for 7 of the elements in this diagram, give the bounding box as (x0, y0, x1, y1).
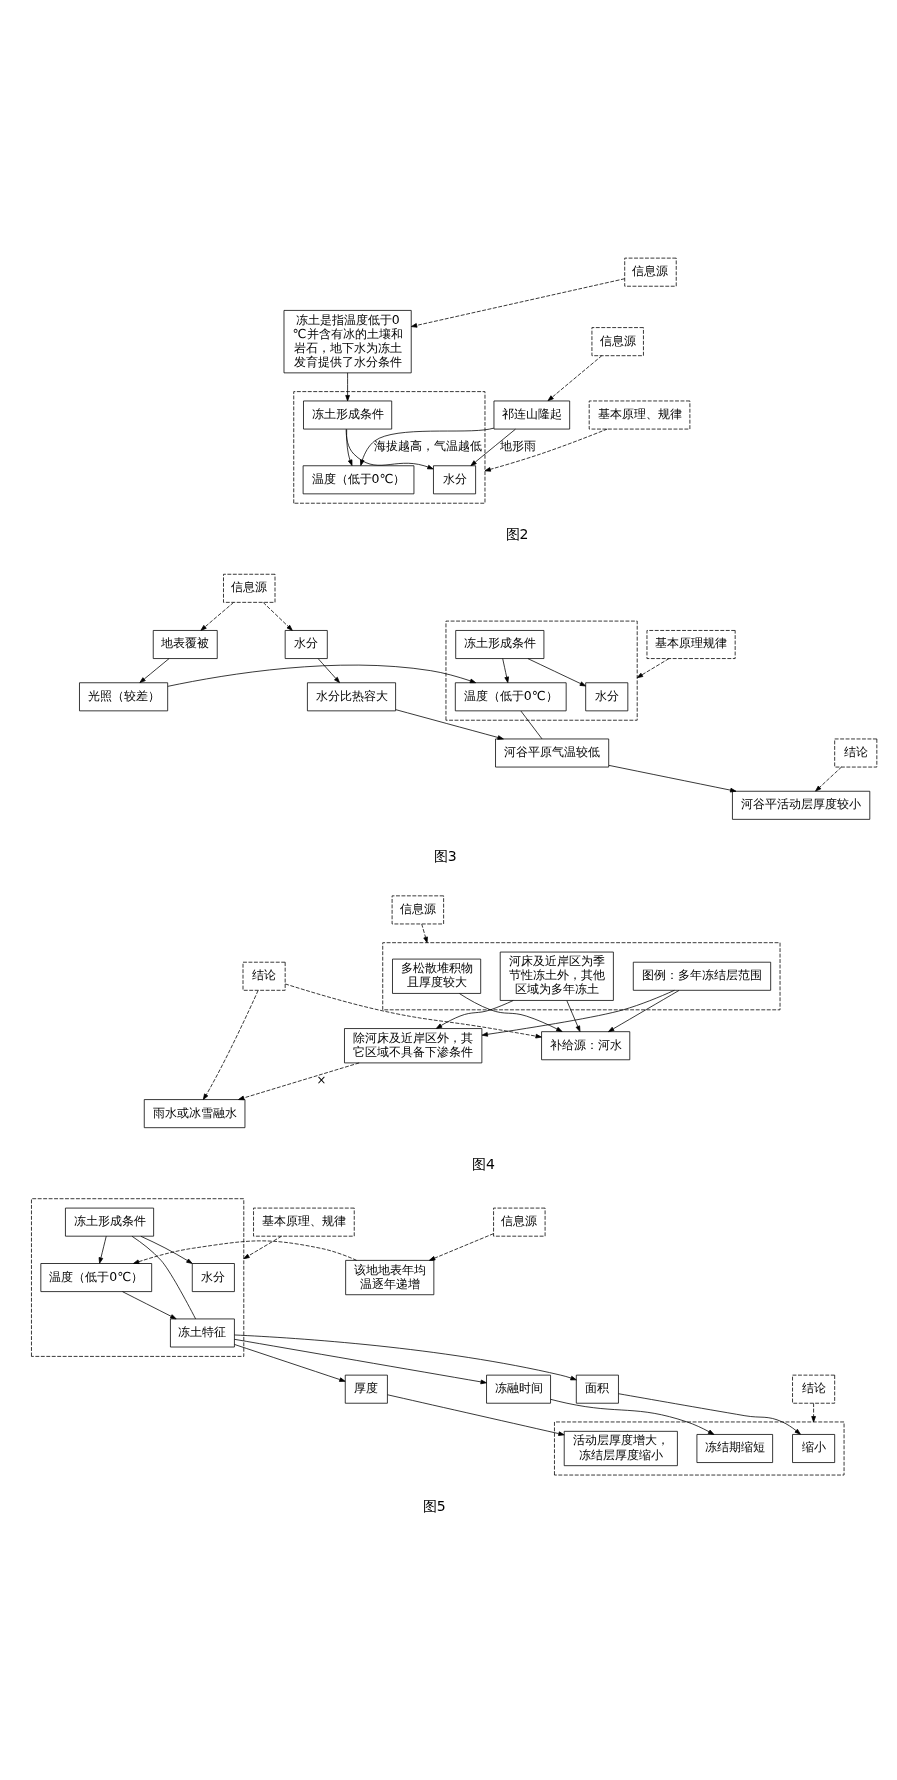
label: 图3 (433, 848, 457, 865)
edge-label: × (316, 1072, 327, 1087)
edge-label: 海拔越高，气温越低 (374, 439, 482, 454)
label: 图5 (422, 1498, 446, 1515)
label: 图4 (471, 1156, 495, 1173)
edge-label: 地形雨 (499, 439, 536, 454)
label: 图2 (505, 526, 529, 543)
